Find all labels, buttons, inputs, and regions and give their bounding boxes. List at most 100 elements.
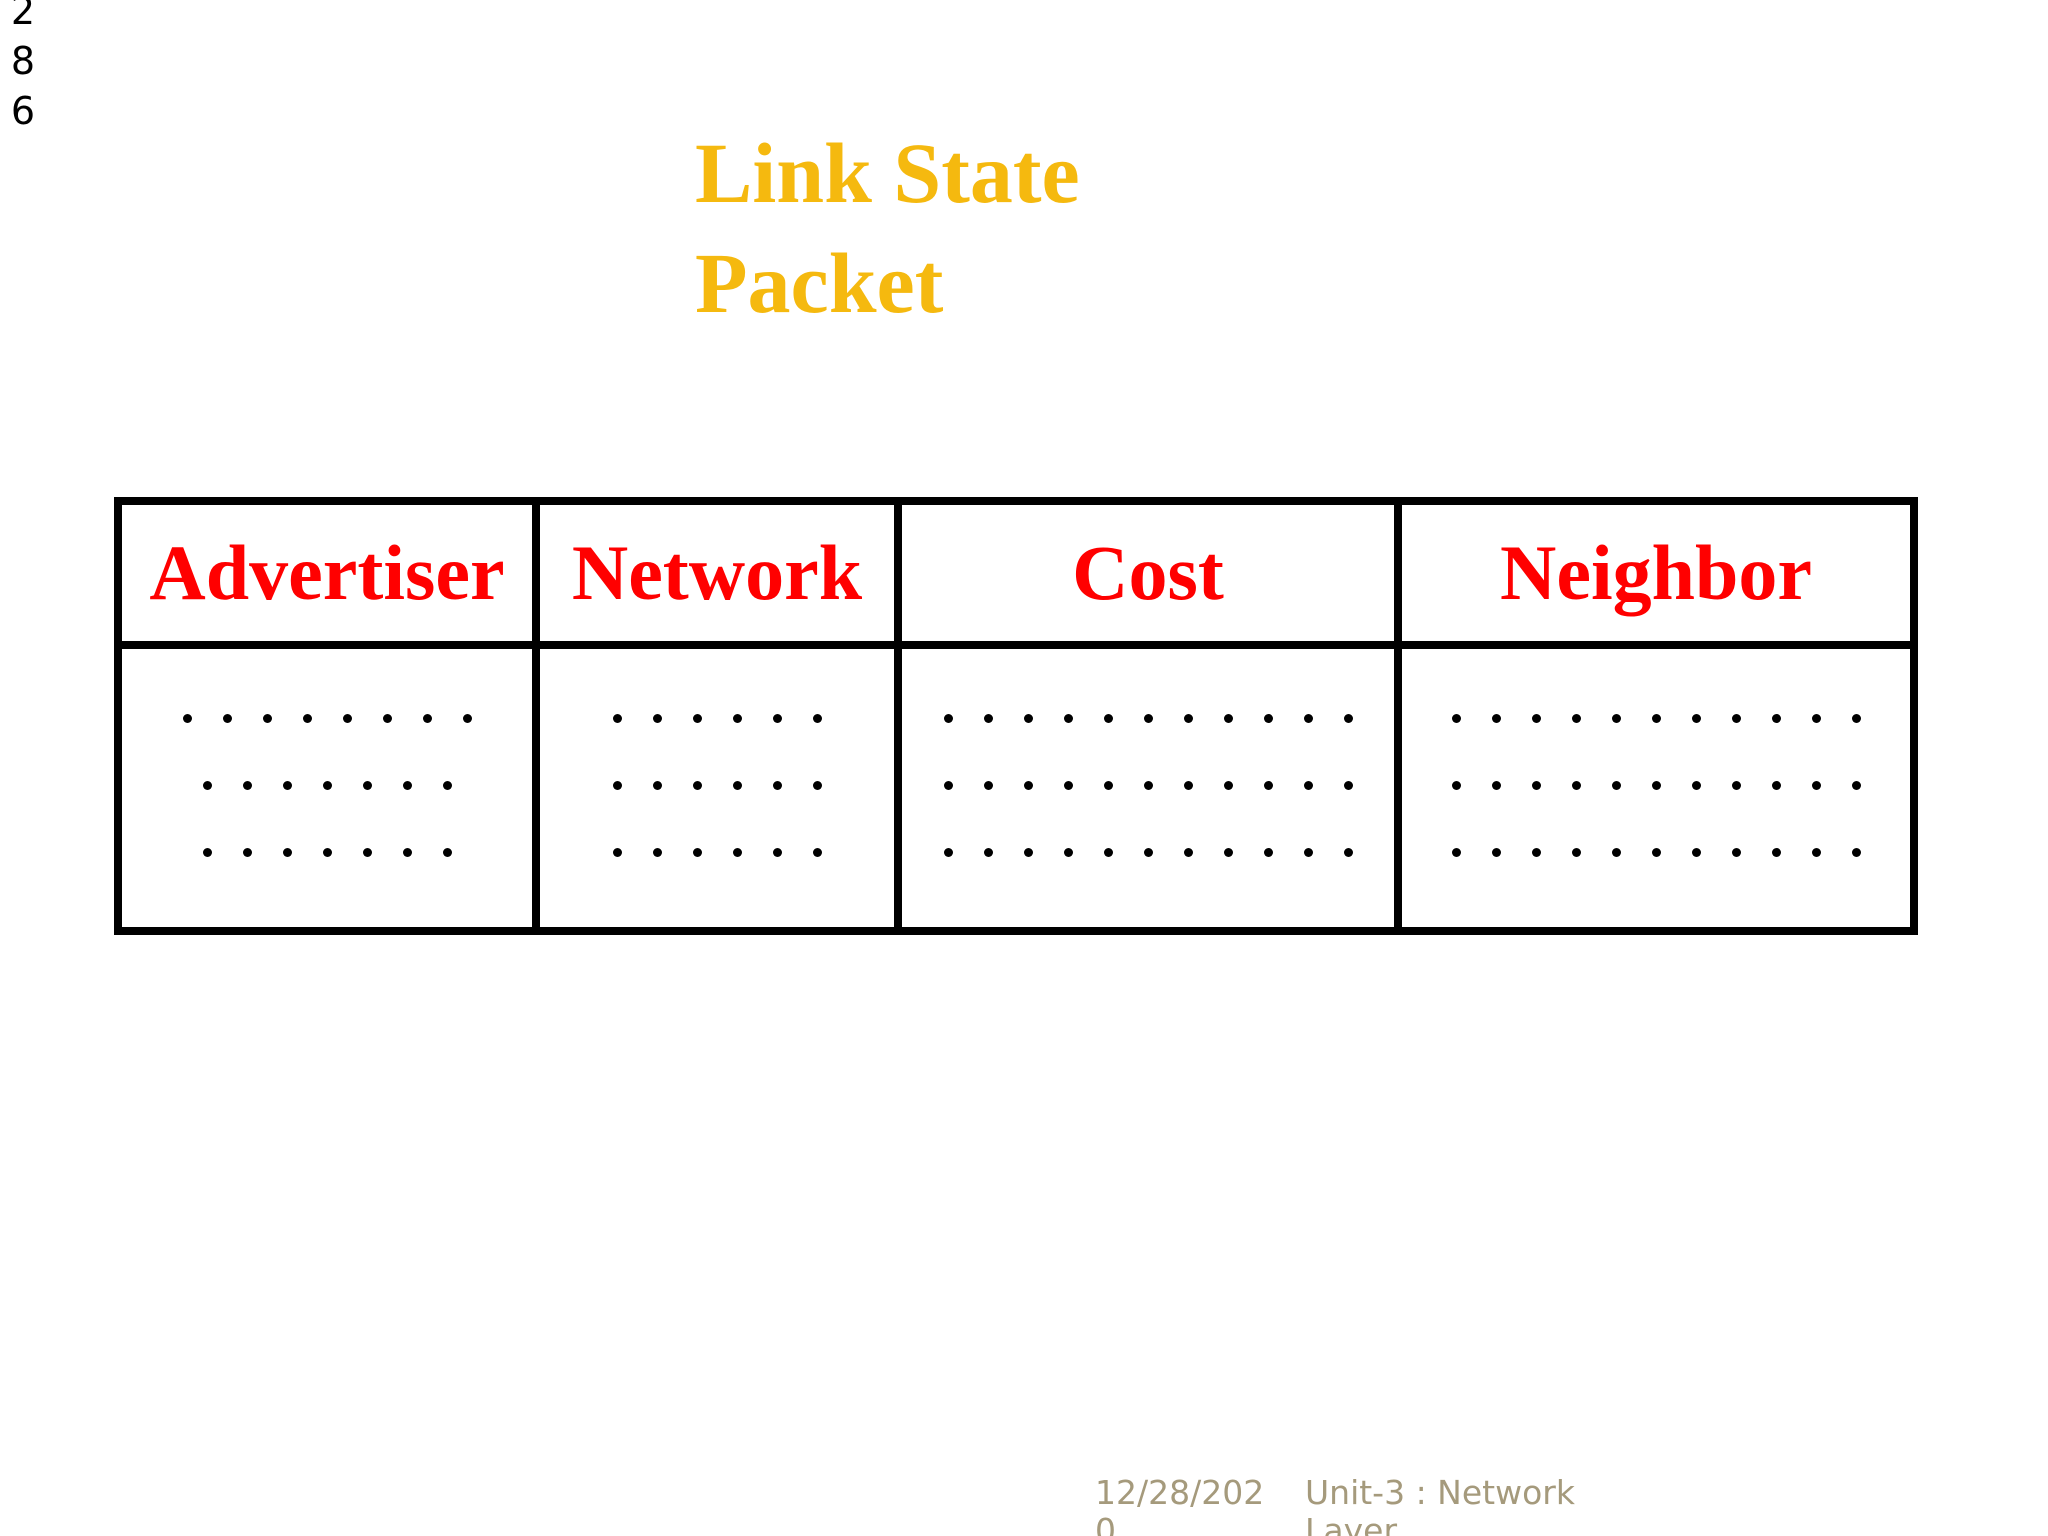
placeholder-dot <box>1263 713 1273 723</box>
placeholder-dot <box>1611 780 1621 790</box>
slide-number-digit: 6 <box>10 89 36 133</box>
placeholder-dot <box>732 780 742 790</box>
slide-title-line-2: Packet <box>695 235 944 331</box>
placeholder-dot <box>1223 713 1233 723</box>
placeholder-dot <box>262 713 272 723</box>
placeholder-dot <box>282 847 292 857</box>
placeholder-dot <box>652 780 662 790</box>
dot-row <box>943 846 1353 858</box>
placeholder-dot <box>612 713 622 723</box>
placeholder-dot <box>1851 780 1861 790</box>
placeholder-dot <box>772 847 782 857</box>
link-state-packet-table: Advertiser Network Cost Neighbor <box>114 497 1918 935</box>
body-cell-advertiser <box>122 649 540 927</box>
placeholder-dot <box>1343 847 1353 857</box>
placeholder-dot <box>382 713 392 723</box>
placeholder-dot <box>1063 780 1073 790</box>
placeholder-dot <box>943 847 953 857</box>
placeholder-dot <box>1303 780 1313 790</box>
placeholder-dot <box>732 847 742 857</box>
placeholder-dot <box>242 847 252 857</box>
slide-title: Link State Packet <box>695 118 1395 338</box>
placeholder-dot <box>222 713 232 723</box>
placeholder-dot <box>1103 847 1113 857</box>
placeholder-dot <box>1491 713 1501 723</box>
placeholder-dot <box>1223 780 1233 790</box>
placeholder-dot <box>402 847 412 857</box>
placeholder-dot <box>983 780 993 790</box>
dot-row <box>1451 846 1861 858</box>
placeholder-dot <box>1571 713 1581 723</box>
placeholder-dot <box>1531 780 1541 790</box>
placeholder-dot <box>692 847 702 857</box>
placeholder-dot <box>1063 713 1073 723</box>
placeholder-dot <box>462 713 472 723</box>
placeholder-dot <box>1143 780 1153 790</box>
placeholder-dot <box>322 780 332 790</box>
placeholder-dot <box>1143 847 1153 857</box>
placeholder-dot <box>1023 713 1033 723</box>
dot-row <box>202 779 452 791</box>
placeholder-dot <box>612 847 622 857</box>
body-cell-network <box>540 649 902 927</box>
placeholder-dot <box>1811 780 1821 790</box>
placeholder-dot <box>442 780 452 790</box>
placeholder-dot <box>983 847 993 857</box>
placeholder-dot <box>402 780 412 790</box>
placeholder-dot <box>1811 847 1821 857</box>
placeholder-dot <box>442 847 452 857</box>
placeholder-dot <box>1491 780 1501 790</box>
placeholder-dot <box>1731 847 1741 857</box>
placeholder-dot <box>242 780 252 790</box>
placeholder-dot <box>943 780 953 790</box>
placeholder-dot <box>1731 780 1741 790</box>
header-cost: Cost <box>902 505 1402 649</box>
placeholder-dot <box>422 713 432 723</box>
placeholder-dot <box>1223 847 1233 857</box>
placeholder-dot <box>1771 713 1781 723</box>
dot-row <box>612 779 822 791</box>
placeholder-dot <box>1023 847 1033 857</box>
placeholder-dot <box>1491 847 1501 857</box>
placeholder-dot <box>1611 847 1621 857</box>
placeholder-dot <box>1851 847 1861 857</box>
placeholder-dot <box>1303 713 1313 723</box>
dot-row <box>1451 712 1861 724</box>
placeholder-dot <box>1771 847 1781 857</box>
placeholder-dot <box>1691 847 1701 857</box>
dot-row <box>182 712 472 724</box>
dot-row <box>612 846 822 858</box>
placeholder-dot <box>1183 847 1193 857</box>
placeholder-dot <box>302 713 312 723</box>
placeholder-dot <box>732 713 742 723</box>
placeholder-dot <box>1691 713 1701 723</box>
header-network: Network <box>540 505 902 649</box>
placeholder-dot <box>772 780 782 790</box>
placeholder-dot <box>1103 713 1113 723</box>
footer-topic: Unit-3 : Network Layer <box>1305 1473 1575 1536</box>
slide-title-line-1: Link State <box>695 125 1080 221</box>
body-cell-cost <box>902 649 1402 927</box>
placeholder-dot <box>692 780 702 790</box>
placeholder-dot <box>612 780 622 790</box>
placeholder-dot <box>1651 713 1661 723</box>
placeholder-dot <box>1183 780 1193 790</box>
placeholder-dot <box>1343 780 1353 790</box>
placeholder-dot <box>1143 713 1153 723</box>
placeholder-dot <box>342 713 352 723</box>
placeholder-dot <box>1103 780 1113 790</box>
placeholder-dot <box>1611 713 1621 723</box>
placeholder-dot <box>652 847 662 857</box>
placeholder-dot <box>322 847 332 857</box>
placeholder-dot <box>1651 847 1661 857</box>
placeholder-dot <box>1451 847 1461 857</box>
placeholder-dot <box>1531 847 1541 857</box>
placeholder-dot <box>202 847 212 857</box>
placeholder-dot <box>362 780 372 790</box>
placeholder-dot <box>943 713 953 723</box>
placeholder-dot <box>1303 847 1313 857</box>
placeholder-dot <box>1263 847 1273 857</box>
placeholder-dot <box>1691 780 1701 790</box>
placeholder-dot <box>1063 847 1073 857</box>
